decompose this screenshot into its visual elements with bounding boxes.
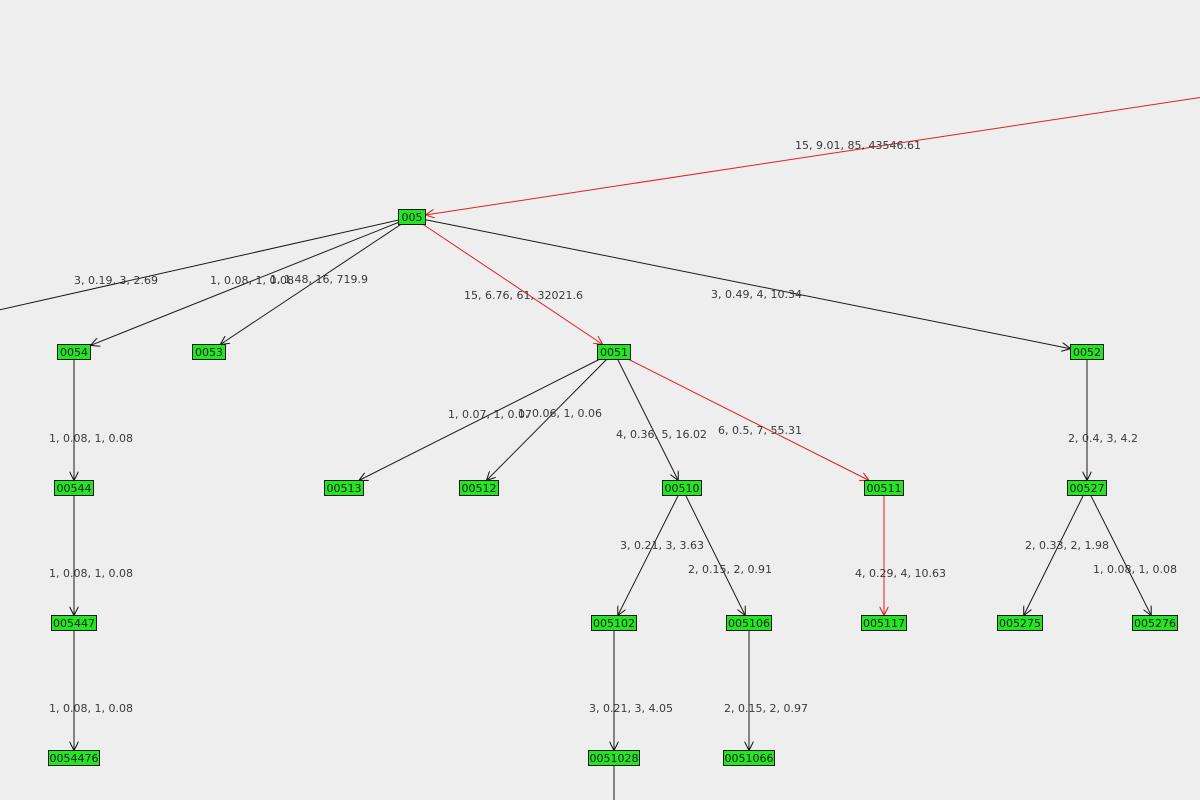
edge-label-00510-to-005106: 2, 0.15, 2, 0.91 — [688, 563, 772, 576]
tree-node-00527[interactable]: 00527 — [1067, 480, 1107, 496]
nodes-layer: 005 0054 0053 0051 0052 00544 00513 00512 00510 0… — [48, 209, 1178, 766]
edge-label-005-to-0051: 15, 6.76, 61, 32021.6 — [464, 289, 583, 302]
edge-label-00510-to-005102: 3, 0.21, 3, 3.63 — [620, 539, 704, 552]
node-label: 00512 — [462, 482, 497, 495]
node-box[interactable] — [459, 480, 499, 496]
edge-00527-to-005275 — [1024, 495, 1084, 616]
edge-label-005-to-0054: 1, 0.08, 1, 0.08 — [210, 274, 294, 287]
edge-label-005102-to-0051028: 3, 0.21, 3, 4.05 — [589, 702, 673, 715]
node-box[interactable] — [662, 480, 702, 496]
edge-labels-layer: 15, 9.01, 85, 43546.61 3, 0.19, 3, 2.69 1,… — [49, 139, 1177, 715]
tree-node-005117[interactable]: 005117 — [861, 615, 907, 631]
node-box[interactable] — [726, 615, 772, 631]
edge-0051-to-00512 — [486, 359, 607, 481]
edge-label-0052-to-00527: 2, 0.4, 3, 4.2 — [1068, 432, 1138, 445]
edge-label-00527-to-005276: 1, 0.08, 1, 0.08 — [1093, 563, 1177, 576]
node-label: 00511 — [867, 482, 902, 495]
edge-005-to-0054 — [91, 221, 399, 345]
tree-node-00513[interactable]: 00513 — [324, 480, 364, 496]
node-box[interactable] — [192, 344, 226, 360]
edge-005-to-0051 — [422, 224, 603, 345]
node-box[interactable] — [398, 209, 426, 225]
edge-label-005-to-offscreen-left: 3, 0.19, 3, 2.69 — [74, 274, 158, 287]
node-box[interactable] — [588, 750, 640, 766]
node-box[interactable] — [48, 750, 100, 766]
node-box[interactable] — [324, 480, 364, 496]
node-label: 0054 — [60, 346, 88, 359]
edge-label-0051-to-00511: 6, 0.5, 7, 55.31 — [718, 424, 802, 437]
edge-label-005447-to-0054476: 1, 0.08, 1, 0.08 — [49, 702, 133, 715]
node-label: 0054476 — [50, 752, 99, 765]
node-label: 005106 — [728, 617, 770, 630]
edge-0051-to-00513 — [359, 359, 600, 481]
edge-label-00511-to-005117: 4, 0.29, 4, 10.63 — [855, 567, 946, 580]
node-label: 005117 — [863, 617, 905, 630]
edge-label-0054-to-00544: 1, 0.08, 1, 0.08 — [49, 432, 133, 445]
node-label: 0051 — [600, 346, 628, 359]
edges-layer — [0, 97, 1200, 800]
edge-label-00544-to-005447: 1, 0.08, 1, 0.08 — [49, 567, 133, 580]
node-box[interactable] — [997, 615, 1043, 631]
tree-node-005276[interactable]: 005276 — [1132, 615, 1178, 631]
edge-00510-to-005102 — [618, 495, 679, 616]
node-box[interactable] — [597, 344, 631, 360]
tree-node-0054[interactable]: 0054 — [57, 344, 91, 360]
tree-node-005275[interactable]: 005275 — [997, 615, 1043, 631]
node-label: 0053 — [195, 346, 223, 359]
edge-label-0051-to-00510: 4, 0.36, 5, 16.02 — [616, 428, 707, 441]
node-box[interactable] — [864, 480, 904, 496]
tree-node-00511[interactable]: 00511 — [864, 480, 904, 496]
tree-node-005102[interactable]: 005102 — [591, 615, 637, 631]
edge-00527-to-005276 — [1090, 495, 1151, 616]
node-label: 00544 — [57, 482, 92, 495]
node-box[interactable] — [54, 480, 94, 496]
node-label: 005 — [402, 211, 423, 224]
node-label: 0052 — [1073, 346, 1101, 359]
node-label: 005447 — [53, 617, 95, 630]
tree-node-0051066[interactable]: 0051066 — [723, 750, 775, 766]
node-box[interactable] — [591, 615, 637, 631]
edge-offscreen-parent-to-005 — [426, 97, 1200, 215]
node-label: 005275 — [999, 617, 1041, 630]
node-label: 00513 — [327, 482, 362, 495]
node-label: 00527 — [1070, 482, 1105, 495]
node-label: 0051066 — [725, 752, 774, 765]
tree-node-0051[interactable]: 0051 — [597, 344, 631, 360]
node-label: 0051028 — [590, 752, 639, 765]
node-label: 005102 — [593, 617, 635, 630]
edge-005-to-0053 — [220, 224, 401, 345]
edge-00510-to-005106 — [685, 495, 746, 616]
node-box[interactable] — [51, 615, 97, 631]
edge-label-005106-to-0051066: 2, 0.15, 2, 0.97 — [724, 702, 808, 715]
node-box[interactable] — [1070, 344, 1104, 360]
node-label: 00510 — [665, 482, 700, 495]
tree-node-0054476[interactable]: 0054476 — [48, 750, 100, 766]
edge-label-005-to-0052: 3, 0.49, 4, 10.34 — [711, 288, 802, 301]
edge-005-to-offscreen-left — [0, 219, 399, 311]
tree-node-005106[interactable]: 005106 — [726, 615, 772, 631]
node-box[interactable] — [861, 615, 907, 631]
edge-label-00527-to-005275: 2, 0.33, 2, 1.98 — [1025, 539, 1109, 552]
edge-label-0051-to-00512: 1, 0.06, 1, 0.06 — [518, 407, 602, 420]
edge-label-0051-to-00513: 1, 0.07, 1, 0.07 — [448, 408, 532, 421]
node-label: 005276 — [1134, 617, 1176, 630]
edge-0051-to-00511 — [628, 359, 869, 481]
tree-node-00544[interactable]: 00544 — [54, 480, 94, 496]
node-box[interactable] — [1132, 615, 1178, 631]
tree-node-00512[interactable]: 00512 — [459, 480, 499, 496]
tree-node-00510[interactable]: 00510 — [662, 480, 702, 496]
node-box[interactable] — [57, 344, 91, 360]
edge-label-005-to-0053: 1, 1.48, 16, 719.9 — [270, 273, 368, 286]
node-box[interactable] — [723, 750, 775, 766]
tree-node-005[interactable]: 005 — [398, 209, 426, 225]
node-box[interactable] — [1067, 480, 1107, 496]
tree-node-0053[interactable]: 0053 — [192, 344, 226, 360]
tree-node-0052[interactable]: 0052 — [1070, 344, 1104, 360]
tree-node-0051028[interactable]: 0051028 — [588, 750, 640, 766]
tree-node-005447[interactable]: 005447 — [51, 615, 97, 631]
edge-label-offscreen-parent-to-005: 15, 9.01, 85, 43546.61 — [795, 139, 921, 152]
edge-005-to-0052 — [425, 219, 1071, 349]
edge-0051-to-00510 — [617, 359, 679, 481]
